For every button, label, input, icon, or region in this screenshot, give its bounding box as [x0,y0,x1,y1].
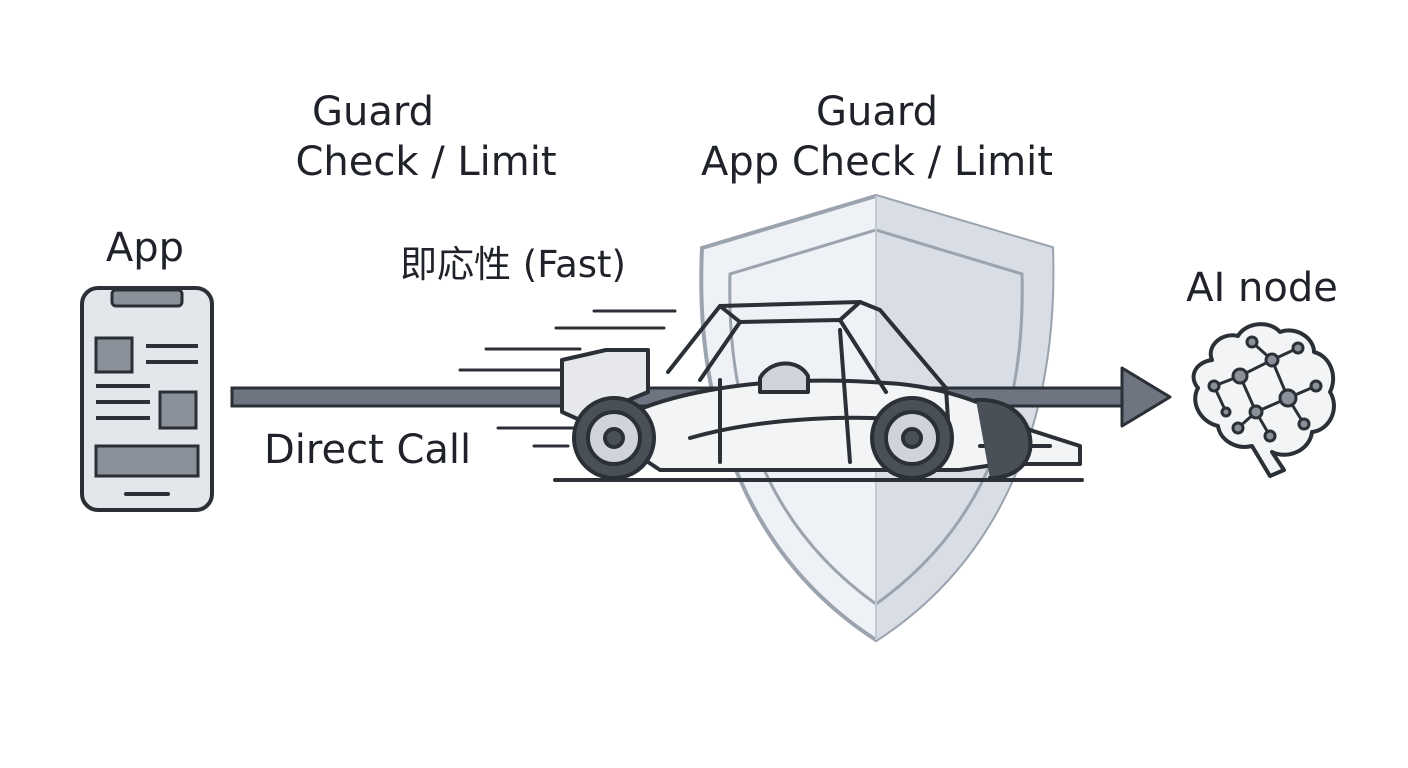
speed-lines [458,309,677,448]
ai-node-label: AI node [1186,265,1338,311]
race-car-icon [553,300,1084,482]
guard-right-subtitle: App Check / Limit [701,139,1053,185]
fast-label: 即応性 (Fast) [400,243,626,286]
guard-left-subtitle: Check / Limit [295,139,557,185]
guard-right-title: Guard [816,89,938,135]
smartphone-icon [80,286,214,512]
guard-left-title: Guard [312,89,434,135]
brain-network-icon [1191,322,1336,478]
app-label: App [105,225,185,271]
direct-call-label: Direct Call [264,427,472,473]
